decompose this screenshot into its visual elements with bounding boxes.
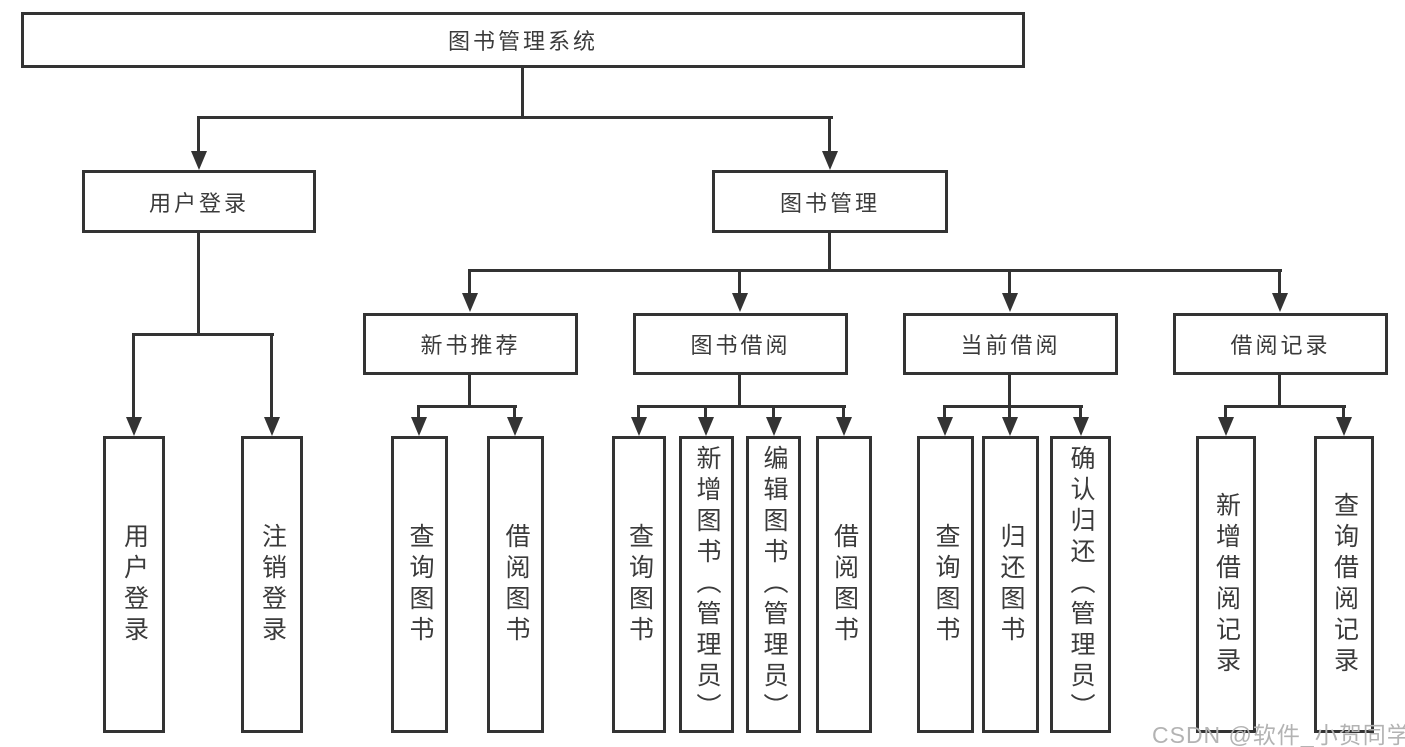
node-leaf-user-login: 用户登录 xyxy=(103,436,165,733)
connector-line xyxy=(637,405,640,419)
arrow-down-icon xyxy=(1272,293,1288,312)
connector-line xyxy=(1224,405,1346,408)
arrow-down-icon xyxy=(1218,417,1234,436)
arrow-down-icon xyxy=(191,151,207,170)
node-new-book-recommend: 新书推荐 xyxy=(363,313,578,375)
connector-line xyxy=(468,375,471,408)
connector-line xyxy=(1008,405,1011,419)
connector-line xyxy=(772,405,775,419)
node-leaf-borrow-books-borrow-label: 借阅图书 xyxy=(830,522,859,647)
node-leaf-query-books-borrow-label: 查询图书 xyxy=(625,522,654,647)
node-book-management-label: 图书管理 xyxy=(779,190,880,216)
connector-line xyxy=(704,405,707,419)
arrow-down-icon xyxy=(698,417,714,436)
arrow-down-icon xyxy=(126,417,142,436)
connector-line xyxy=(1278,269,1281,295)
node-leaf-edit-books-admin-label: 编辑图书（管理员） xyxy=(760,445,788,724)
connector-line xyxy=(1008,269,1011,295)
node-book-management: 图书管理 xyxy=(712,170,948,233)
node-leaf-borrow-books-borrow: 借阅图书 xyxy=(816,436,872,733)
arrow-down-icon xyxy=(507,417,523,436)
arrow-down-icon xyxy=(462,293,478,312)
connector-line xyxy=(197,116,833,119)
node-leaf-return-books: 归还图书 xyxy=(982,436,1039,733)
node-borrowing-records-label: 借阅记录 xyxy=(1230,333,1331,358)
connector-line xyxy=(1278,375,1281,408)
node-user-login: 用户登录 xyxy=(82,170,316,233)
node-leaf-borrow-books-recommend: 借阅图书 xyxy=(487,436,544,733)
node-root-label: 图书管理系统 xyxy=(447,29,598,54)
connector-line xyxy=(637,405,846,408)
connector-line xyxy=(842,405,845,419)
node-leaf-query-books-recommend: 查询图书 xyxy=(391,436,448,733)
connector-line xyxy=(1342,405,1345,419)
node-leaf-borrow-books-recommend-label: 借阅图书 xyxy=(502,522,530,647)
arrow-down-icon xyxy=(264,417,280,436)
connector-line xyxy=(197,116,200,154)
connector-line xyxy=(132,333,135,417)
node-leaf-add-books-admin: 新增图书（管理员） xyxy=(679,436,734,733)
connector-line xyxy=(943,405,1083,408)
node-leaf-query-borrow-record-label: 查询借阅记录 xyxy=(1330,491,1359,678)
connector-line xyxy=(738,269,741,295)
node-book-borrowing-label: 图书借阅 xyxy=(690,333,791,358)
node-leaf-user-login-label: 用户登录 xyxy=(120,522,149,647)
arrow-down-icon xyxy=(1002,293,1018,312)
connector-line xyxy=(417,405,517,408)
node-user-login-label: 用户登录 xyxy=(148,190,249,216)
node-book-borrowing: 图书借阅 xyxy=(633,313,848,375)
arrow-down-icon xyxy=(766,417,782,436)
connector-line xyxy=(513,405,516,419)
node-leaf-return-books-label: 归还图书 xyxy=(997,522,1025,647)
node-leaf-query-books-recommend-label: 查询图书 xyxy=(406,522,434,647)
connector-line xyxy=(468,269,1282,272)
connector-line xyxy=(468,269,471,295)
connector-line xyxy=(828,233,831,272)
node-leaf-add-books-admin-label: 新增图书（管理员） xyxy=(693,445,721,724)
node-leaf-edit-books-admin: 编辑图书（管理员） xyxy=(746,436,801,733)
node-leaf-query-books-current: 查询图书 xyxy=(917,436,974,733)
arrow-down-icon xyxy=(631,417,647,436)
connector-line xyxy=(738,375,741,408)
node-new-book-recommend-label: 新书推荐 xyxy=(420,333,521,358)
csdn-watermark: CSDN @软件_小贺同学 xyxy=(1152,722,1405,747)
arrow-down-icon xyxy=(411,417,427,436)
arrow-down-icon xyxy=(1073,417,1089,436)
node-leaf-add-borrow-record: 新增借阅记录 xyxy=(1196,436,1256,733)
connector-line xyxy=(1224,405,1227,419)
node-leaf-logout-label: 注销登录 xyxy=(258,522,287,647)
node-leaf-query-books-borrow: 查询图书 xyxy=(612,436,666,733)
node-leaf-query-books-current-label: 查询图书 xyxy=(932,522,960,647)
arrow-down-icon xyxy=(822,151,838,170)
node-root-library-system: 图书管理系统 xyxy=(21,12,1025,68)
arrow-down-icon xyxy=(937,417,953,436)
connector-line xyxy=(270,333,273,417)
connector-line xyxy=(197,233,200,336)
arrow-down-icon xyxy=(1336,417,1352,436)
connector-line xyxy=(417,405,420,419)
node-current-borrowing: 当前借阅 xyxy=(903,313,1118,375)
node-leaf-logout: 注销登录 xyxy=(241,436,303,733)
arrow-down-icon xyxy=(836,417,852,436)
node-borrowing-records: 借阅记录 xyxy=(1173,313,1388,375)
node-leaf-add-borrow-record-label: 新增借阅记录 xyxy=(1212,491,1241,678)
node-leaf-confirm-return-admin: 确认归还（管理员） xyxy=(1050,436,1111,733)
node-leaf-query-borrow-record: 查询借阅记录 xyxy=(1314,436,1374,733)
connector-line xyxy=(521,68,524,118)
connector-line xyxy=(1008,375,1011,408)
node-leaf-confirm-return-admin-label: 确认归还（管理员） xyxy=(1067,445,1095,724)
arrow-down-icon xyxy=(1002,417,1018,436)
connector-line xyxy=(943,405,946,419)
connector-line xyxy=(132,333,274,336)
connector-line xyxy=(1079,405,1082,419)
node-current-borrowing-label: 当前借阅 xyxy=(960,333,1061,358)
arrow-down-icon xyxy=(732,293,748,312)
connector-line xyxy=(828,116,831,154)
